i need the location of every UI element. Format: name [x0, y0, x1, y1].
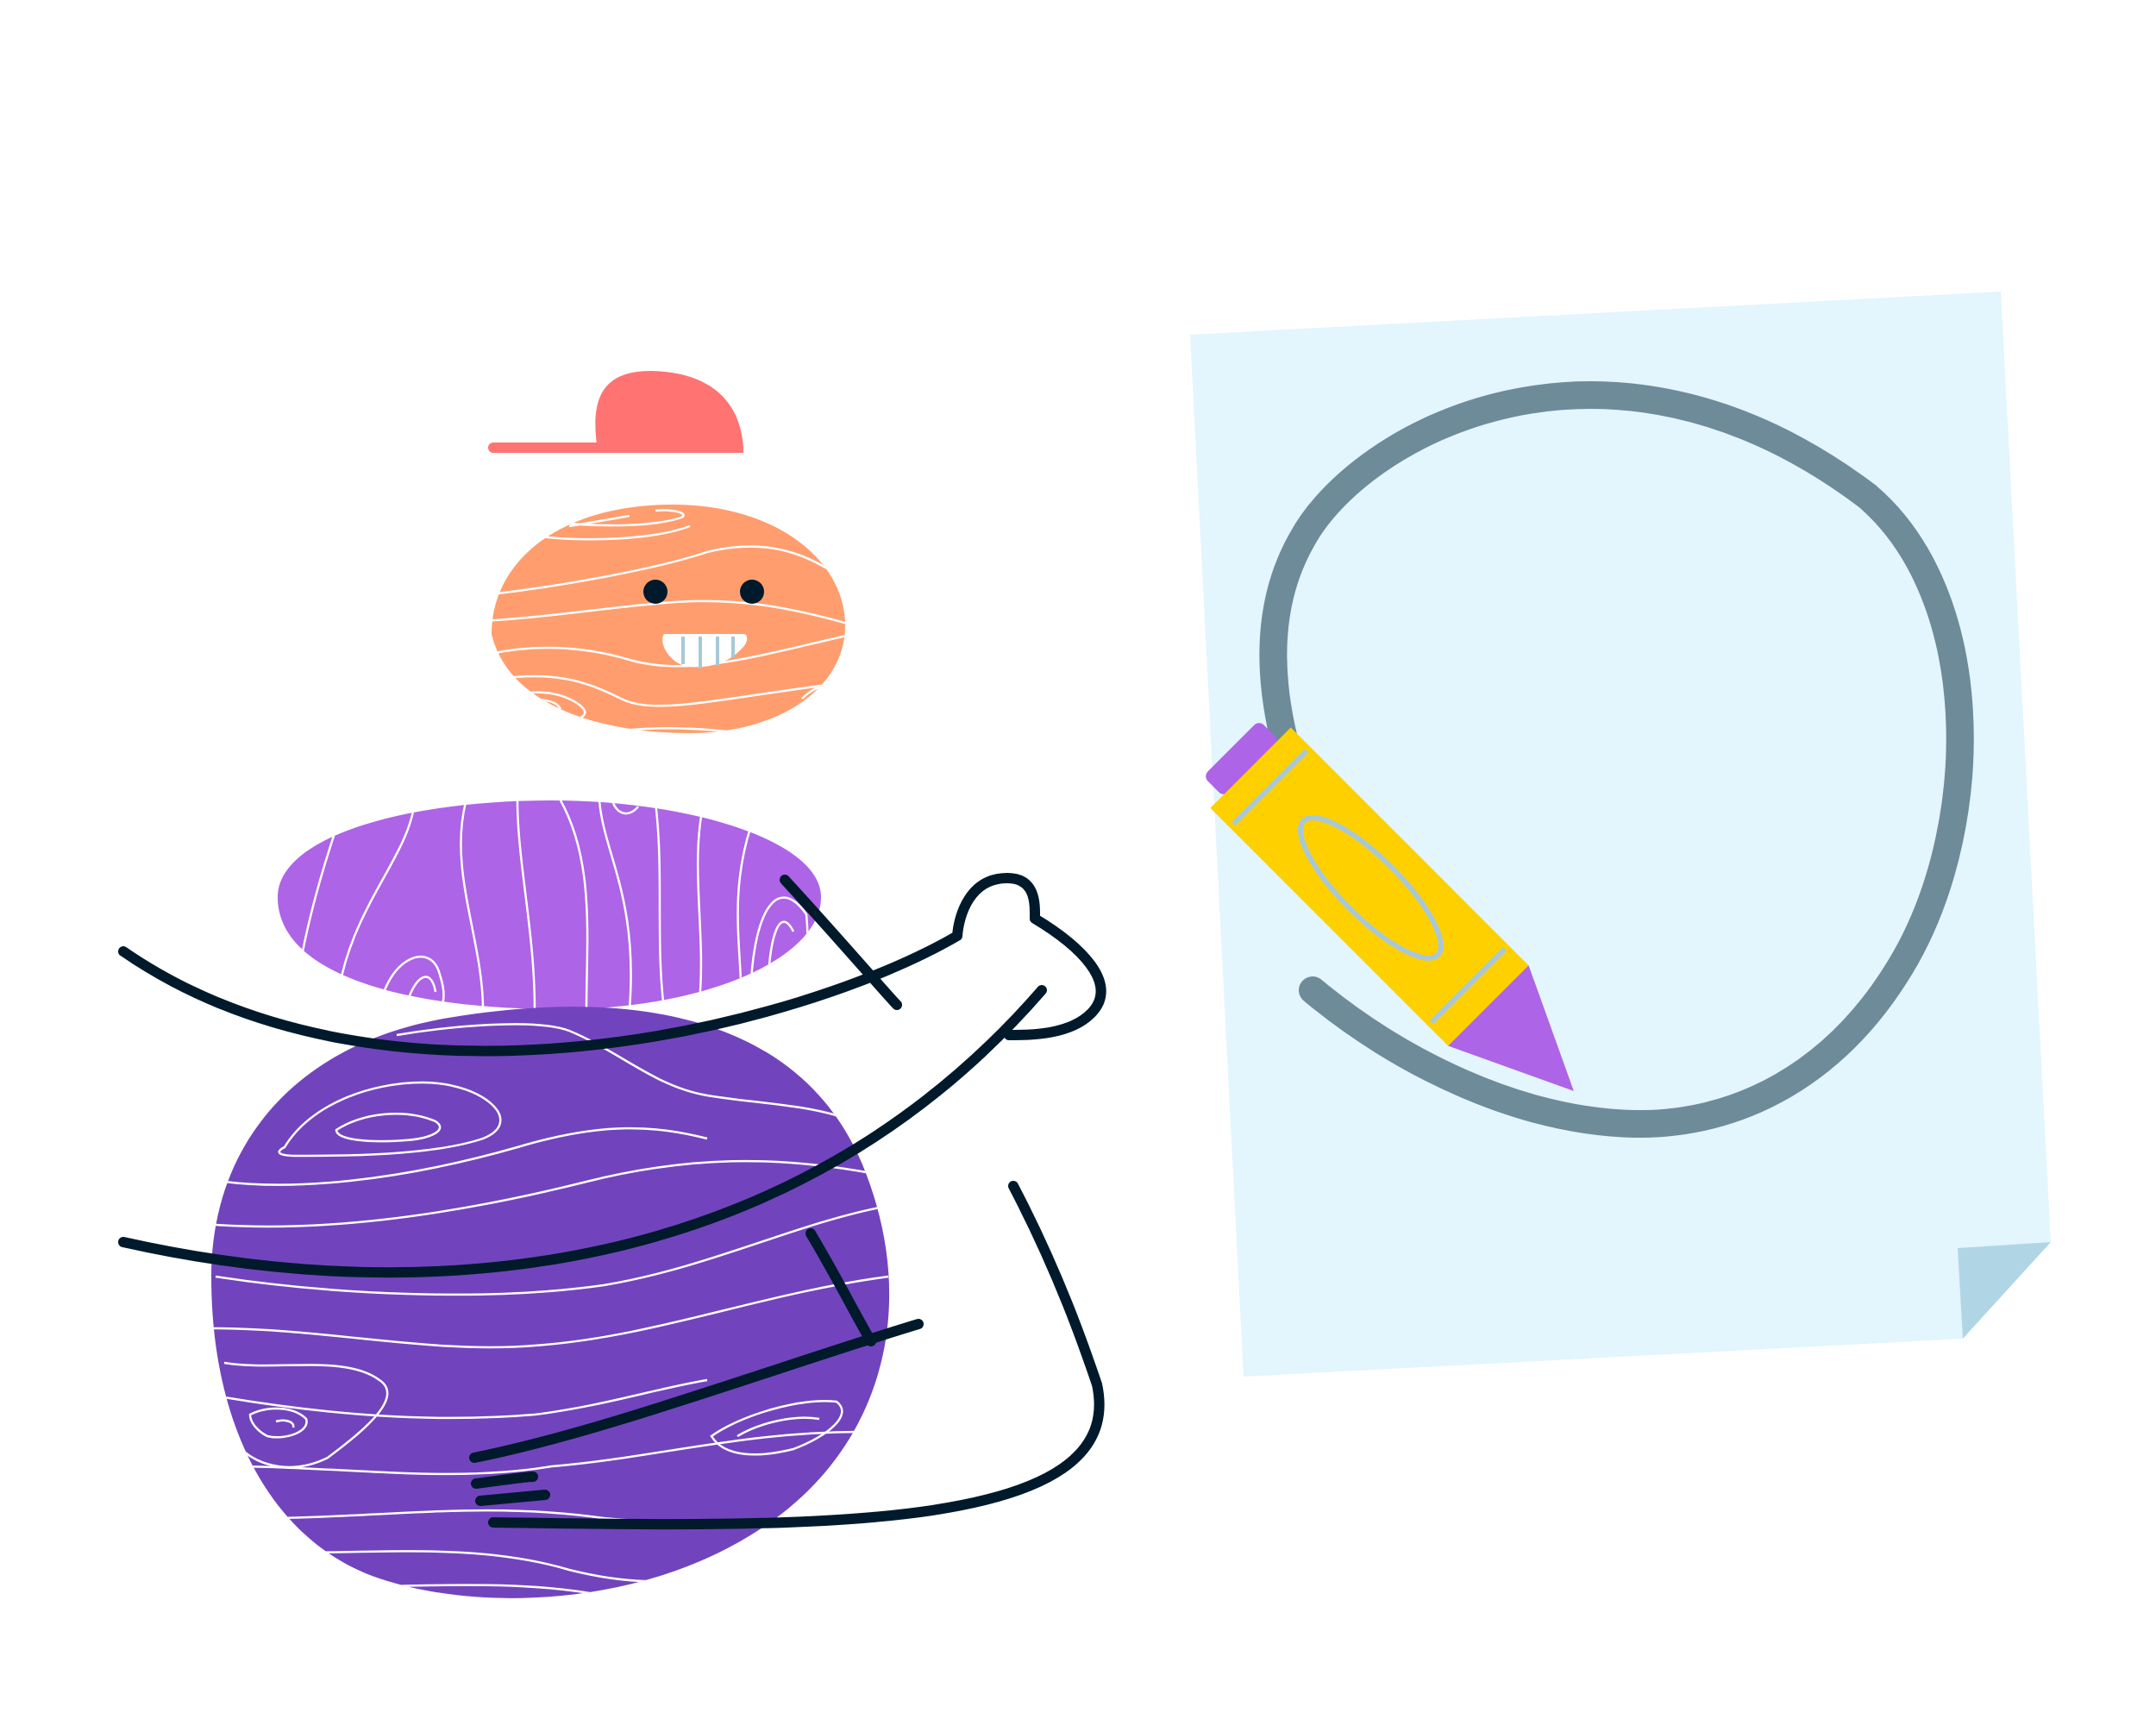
crayon-cap-end	[1206, 723, 1277, 794]
leg-upper	[469, 1319, 924, 1463]
crayon-label	[1297, 814, 1444, 961]
paper-folded-corner	[1958, 1242, 2051, 1339]
crayon-icon	[1206, 723, 1574, 1091]
right-arm-lower	[805, 1228, 876, 1346]
leg-lower	[488, 1181, 1105, 1530]
crayon-tip	[1448, 965, 1574, 1091]
foot-stroke	[471, 1472, 538, 1489]
crayon-body	[1210, 727, 1529, 1046]
crayon-band	[1232, 749, 1309, 826]
cap-brim	[488, 442, 743, 453]
paper-sheet	[1190, 292, 2051, 1377]
right-arm-upper	[118, 985, 1047, 1278]
upper-body-wood-grain	[291, 800, 809, 1009]
paper-sheet-icon	[1190, 292, 2051, 1377]
lower-body-wood-grain	[211, 1023, 889, 1597]
baseball-cap-icon	[488, 371, 743, 453]
cap-crown	[595, 371, 743, 453]
head	[492, 505, 845, 733]
head-wood-grain	[492, 509, 845, 733]
hand-drawn-circle-icon	[1259, 381, 1974, 1139]
left-arm-upper	[118, 873, 1106, 1057]
wooden-figure-icon	[118, 371, 1106, 1598]
crayon-band	[1429, 946, 1507, 1025]
left-arm-forearm	[780, 875, 902, 1010]
foot-stroke	[475, 1490, 550, 1506]
teeth-lines	[681, 637, 735, 668]
right-eye	[740, 580, 764, 604]
left-eye	[643, 580, 667, 604]
upper-body	[278, 800, 821, 1009]
lower-body	[211, 1007, 890, 1598]
limbs	[118, 873, 1106, 1530]
